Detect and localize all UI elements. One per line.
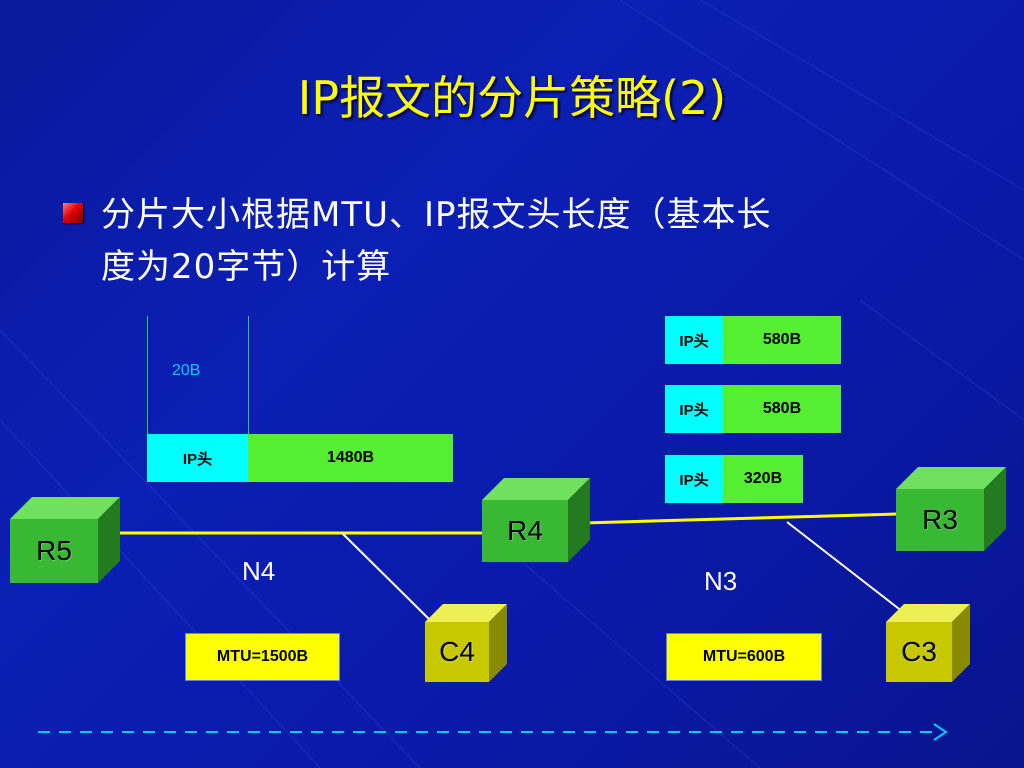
- fragment-2: IP头 580B: [665, 385, 841, 433]
- header-guide-left: [147, 316, 148, 436]
- flow-arrow-head: [933, 723, 948, 741]
- fragment-header-cell: IP头: [665, 385, 723, 433]
- router-label: R3: [896, 489, 984, 551]
- link-n3-c3: [786, 521, 904, 613]
- fragment-3: IP头 320B: [665, 455, 803, 503]
- host-c4: C4: [425, 604, 507, 682]
- bullet-text: 分片大小根据MTU、IP报文头长度（基本长 度为20字节）计算: [101, 189, 981, 293]
- box-shading: [10, 497, 120, 583]
- bullet-square-icon: [63, 203, 83, 223]
- router-r5: R5: [10, 497, 120, 583]
- fragment-payload-cell: 320B: [723, 455, 803, 503]
- link-r4-r3: [582, 512, 898, 525]
- fragment-header-cell: IP头: [665, 316, 723, 364]
- box-shading: [896, 467, 1006, 551]
- fragment-payload-cell: 580B: [723, 316, 841, 364]
- packet-header-cell: IP头: [147, 434, 248, 482]
- router-r4: R4: [482, 478, 590, 562]
- fragment-payload-cell: 580B: [723, 385, 841, 433]
- host-c3: C3: [886, 604, 970, 682]
- packet-payload-cell: 1480B: [248, 434, 453, 482]
- network-label-n3: N3: [704, 566, 738, 596]
- host-label: C4: [425, 622, 489, 682]
- slide-title: IP报文的分片策略(2): [297, 71, 727, 125]
- header-size-label: 20B: [172, 362, 201, 379]
- host-label: C3: [886, 622, 952, 682]
- box-shading: [425, 604, 507, 682]
- link-n4-c4: [341, 532, 433, 623]
- box-shading: [482, 478, 590, 562]
- bullet-line-2: 度为20字节）计算: [101, 247, 392, 287]
- box-shading: [886, 604, 970, 682]
- original-packet: IP头 1480B: [147, 434, 453, 482]
- network-label-n4: N4: [242, 556, 276, 586]
- header-guide-right: [248, 316, 249, 436]
- mtu-label-n4: MTU=1500B: [185, 633, 340, 681]
- mtu-label-n3: MTU=600B: [666, 633, 822, 681]
- router-label: R4: [482, 500, 568, 562]
- router-label: R5: [10, 519, 98, 583]
- fragment-header-cell: IP头: [665, 455, 723, 503]
- bullet-line-1: 分片大小根据MTU、IP报文头长度（基本长: [101, 195, 772, 235]
- fragment-1: IP头 580B: [665, 316, 841, 364]
- router-r3: R3: [896, 467, 1006, 551]
